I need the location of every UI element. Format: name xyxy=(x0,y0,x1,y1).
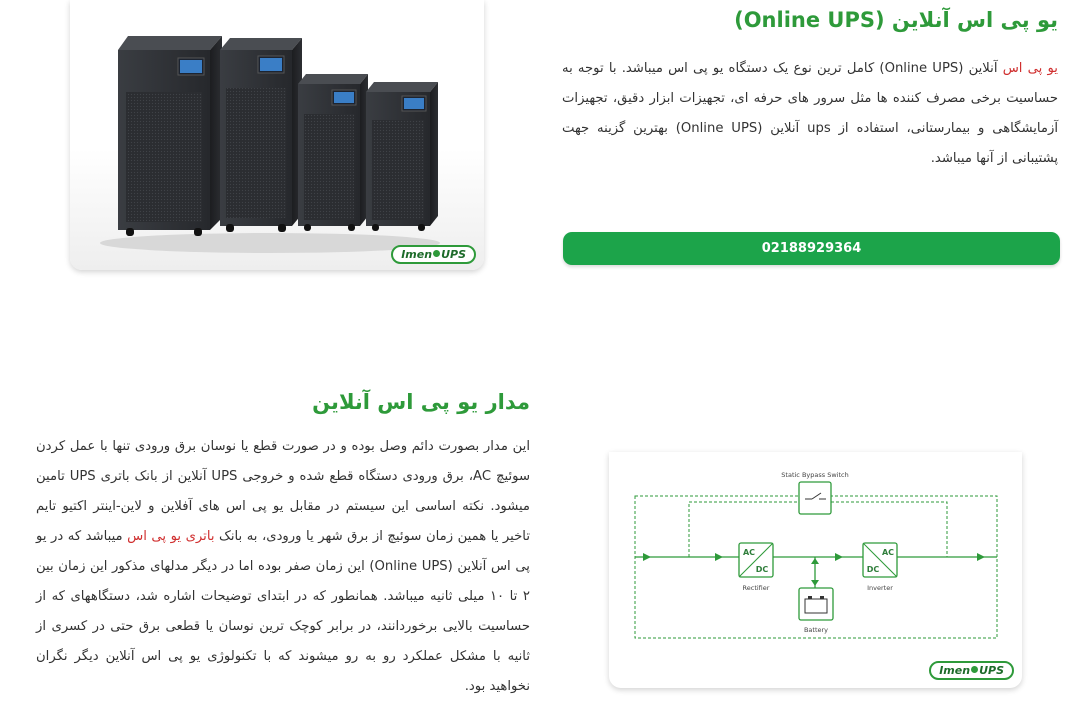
section-title-online-ups-circuit: مدار یو پی اس آنلاین xyxy=(312,390,530,414)
circuit-paragraph-part-2: میباشد که در یو پی اس آنلاین (Online UPS… xyxy=(36,529,530,694)
ups-cabinet-2 xyxy=(220,38,302,232)
circuit-diagram-svg: Static Bypass Switch AC DC Rectifier AC … xyxy=(634,471,998,639)
circuit-description-paragraph: این مدار بصورت دائم وصل بوده و در صورت ق… xyxy=(36,432,530,702)
inverter-ac-label: AC xyxy=(882,548,894,557)
rectifier-ac-label: AC xyxy=(743,548,755,557)
bypass-path-right xyxy=(831,501,948,557)
bypass-path-left xyxy=(688,501,799,557)
battery-box xyxy=(798,587,834,621)
circuit-paragraph-part-1: این مدار بصورت دائم وصل بوده و در صورت ق… xyxy=(36,439,531,544)
ups-cabinet-3 xyxy=(298,74,368,231)
static-bypass-label: Static Bypass Switch xyxy=(781,471,848,479)
ups-cabinets-illustration xyxy=(100,36,440,253)
rectifier-label: Rectifier xyxy=(743,584,770,592)
ups-link[interactable]: یو پی اس xyxy=(1002,61,1058,76)
call-phone-button[interactable]: 02188929364 xyxy=(563,232,1060,265)
inverter-dc-label: DC xyxy=(867,565,880,574)
section-intro-paragraph: یو پی اس آنلاین (Online UPS) کامل ترین ن… xyxy=(562,54,1058,174)
static-bypass-switch-box xyxy=(798,481,832,515)
ups-cabinet-1 xyxy=(118,36,222,236)
ups-battery-link[interactable]: باتری یو پی اس xyxy=(127,529,215,544)
battery-label: Battery xyxy=(804,626,828,634)
inverter-label: Inverter xyxy=(867,584,893,592)
section-title-online-ups: یو پی اس آنلاین (Online UPS) xyxy=(734,8,1058,32)
intro-paragraph-text: آنلاین (Online UPS) کامل ترین نوع یک دست… xyxy=(562,61,1059,166)
online-ups-circuit-diagram: Static Bypass Switch AC DC Rectifier AC … xyxy=(609,452,1022,688)
rectifier-dc-label: DC xyxy=(756,565,769,574)
ups-cabinet-4 xyxy=(366,82,438,231)
